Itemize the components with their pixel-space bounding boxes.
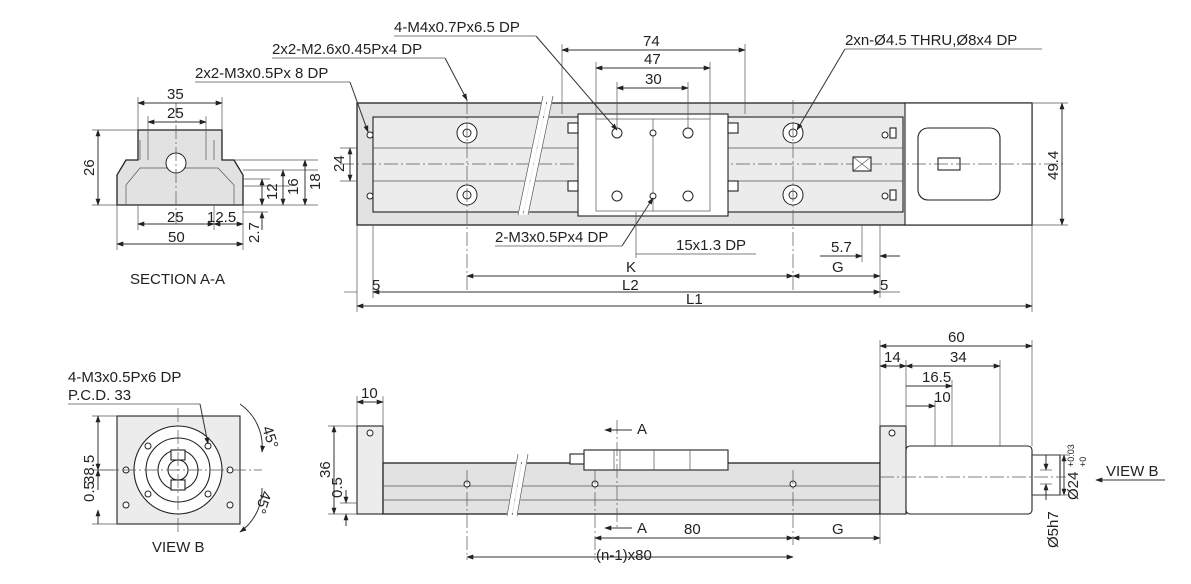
dim-5-7: 5.7 — [831, 239, 852, 256]
dim-5-left: 5 — [372, 277, 380, 294]
callout-m3-4: 2-M3x0.5Px4 DP — [495, 229, 608, 246]
section-title: SECTION A-A — [130, 271, 225, 288]
dim-25-bottom: 25 — [167, 209, 184, 226]
angle-45-bottom: 45° — [251, 489, 274, 516]
dim-74: 74 — [643, 33, 660, 50]
dim-l2: L2 — [622, 277, 639, 294]
callout-m2-6: 2x2-M2.6x0.45Px4 DP — [272, 41, 422, 58]
section-marker-bottom: A — [637, 520, 647, 537]
dim-36: 36 — [317, 461, 334, 478]
dim-24-dia: Ø24 — [1065, 472, 1082, 500]
dim-5h7: Ø5h7 — [1045, 511, 1062, 548]
dim-5-right: 5 — [880, 277, 888, 294]
dim-34: 34 — [950, 349, 967, 366]
tol-24-upper: +0.03 — [1066, 444, 1076, 467]
view-b: 4-M3x0.5Px6 DP P.C.D. 33 38.5 0.5 45° 45… — [68, 369, 281, 556]
dim-16-5: 16.5 — [922, 369, 951, 386]
dim-50: 50 — [168, 229, 185, 246]
dim-60: 60 — [948, 329, 965, 346]
callout-15x1-3: 15x1.3 DP — [676, 237, 746, 254]
callout-m4: 4-M4x0.7Px6.5 DP — [394, 19, 520, 36]
dim-30: 30 — [645, 71, 662, 88]
side-view-left-block — [356, 425, 384, 515]
side-view-motor-housing — [905, 445, 1033, 515]
dim-47: 47 — [644, 51, 661, 68]
dim-80: 80 — [684, 521, 701, 538]
dim-l1: L1 — [686, 291, 703, 308]
dim-2-7: 2.7 — [246, 222, 263, 243]
dim-24: 24 — [331, 155, 348, 172]
dim-14: 14 — [884, 349, 901, 366]
dim-g-side: G — [832, 521, 844, 538]
dim-38-5: 38.5 — [81, 455, 98, 484]
view-b-arrow-label: VIEW B — [1106, 463, 1159, 480]
dim-18: 18 — [307, 173, 324, 190]
dim-n-1-x80: (n-1)x80 — [596, 547, 652, 564]
dim-12: 12 — [264, 183, 281, 200]
callout-m3-8: 2x2-M3x0.5Px 8 DP — [195, 65, 328, 82]
dim-12-5: 12.5 — [207, 209, 236, 226]
side-view-rail — [382, 462, 881, 515]
section-a-a: 35 25 26 12 16 18 25 12.5 50 2.7 SECTION… — [81, 86, 324, 288]
dim-49-4: 49.4 — [1045, 151, 1062, 180]
tol-24-lower: +0 — [1078, 457, 1088, 467]
dim-25-top: 25 — [167, 105, 184, 122]
dim-10-right: 10 — [934, 389, 951, 406]
callout-pcd: P.C.D. 33 — [68, 387, 131, 404]
dim-g-top: G — [832, 259, 844, 276]
side-view-right-block — [879, 425, 907, 515]
callout-m3-6: 4-M3x0.5Px6 DP — [68, 369, 181, 386]
side-view: 10 36 0.5 60 14 34 16.5 10 Ø24 +0.03 +0 … — [317, 329, 1165, 564]
view-b-title: VIEW B — [152, 539, 205, 556]
section-marker-top: A — [637, 421, 647, 438]
dim-k: K — [626, 259, 636, 276]
dim-35: 35 — [167, 86, 184, 103]
callout-thru: 2xn-Ø4.5 THRU,Ø8x4 DP — [845, 32, 1017, 49]
dim-16: 16 — [285, 178, 302, 195]
dim-10-left: 10 — [361, 385, 378, 402]
angle-45-top: 45° — [258, 424, 281, 451]
dim-0-5-endview: 0.5 — [81, 481, 98, 502]
dim-0-5-side: 0.5 — [329, 477, 346, 498]
dim-26: 26 — [81, 159, 98, 176]
side-view-carriage — [583, 449, 729, 471]
top-view: 4-M4x0.7Px6.5 DP 2x2-M2.6x0.45Px4 DP 2x2… — [195, 19, 1068, 312]
